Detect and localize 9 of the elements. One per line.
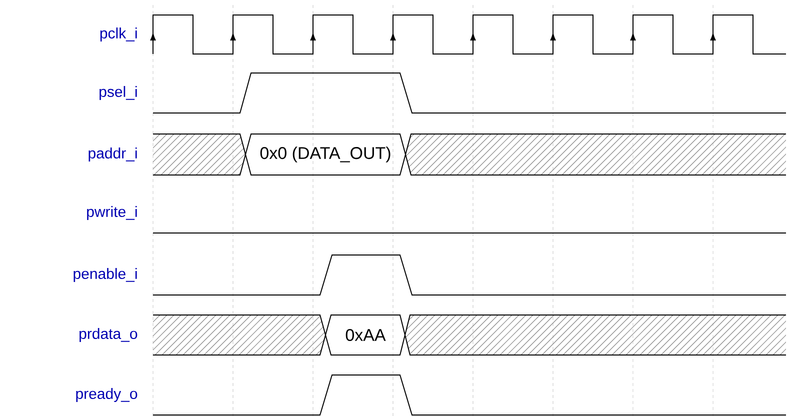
signal-label: prdata_o (80, 328, 138, 342)
signal-label: pready_o (76, 388, 138, 402)
signal-label: penable_i (74, 268, 137, 282)
bus-value-label: 0xAA (346, 328, 386, 342)
signal-label: pclk_i (100, 28, 137, 42)
signal-label: paddr_i (88, 148, 137, 162)
signal-label: psel_i (100, 86, 137, 100)
signal-label: pwrite_i (87, 206, 137, 220)
bus-value-label: 0x0 (DATA_OUT) (260, 146, 390, 162)
